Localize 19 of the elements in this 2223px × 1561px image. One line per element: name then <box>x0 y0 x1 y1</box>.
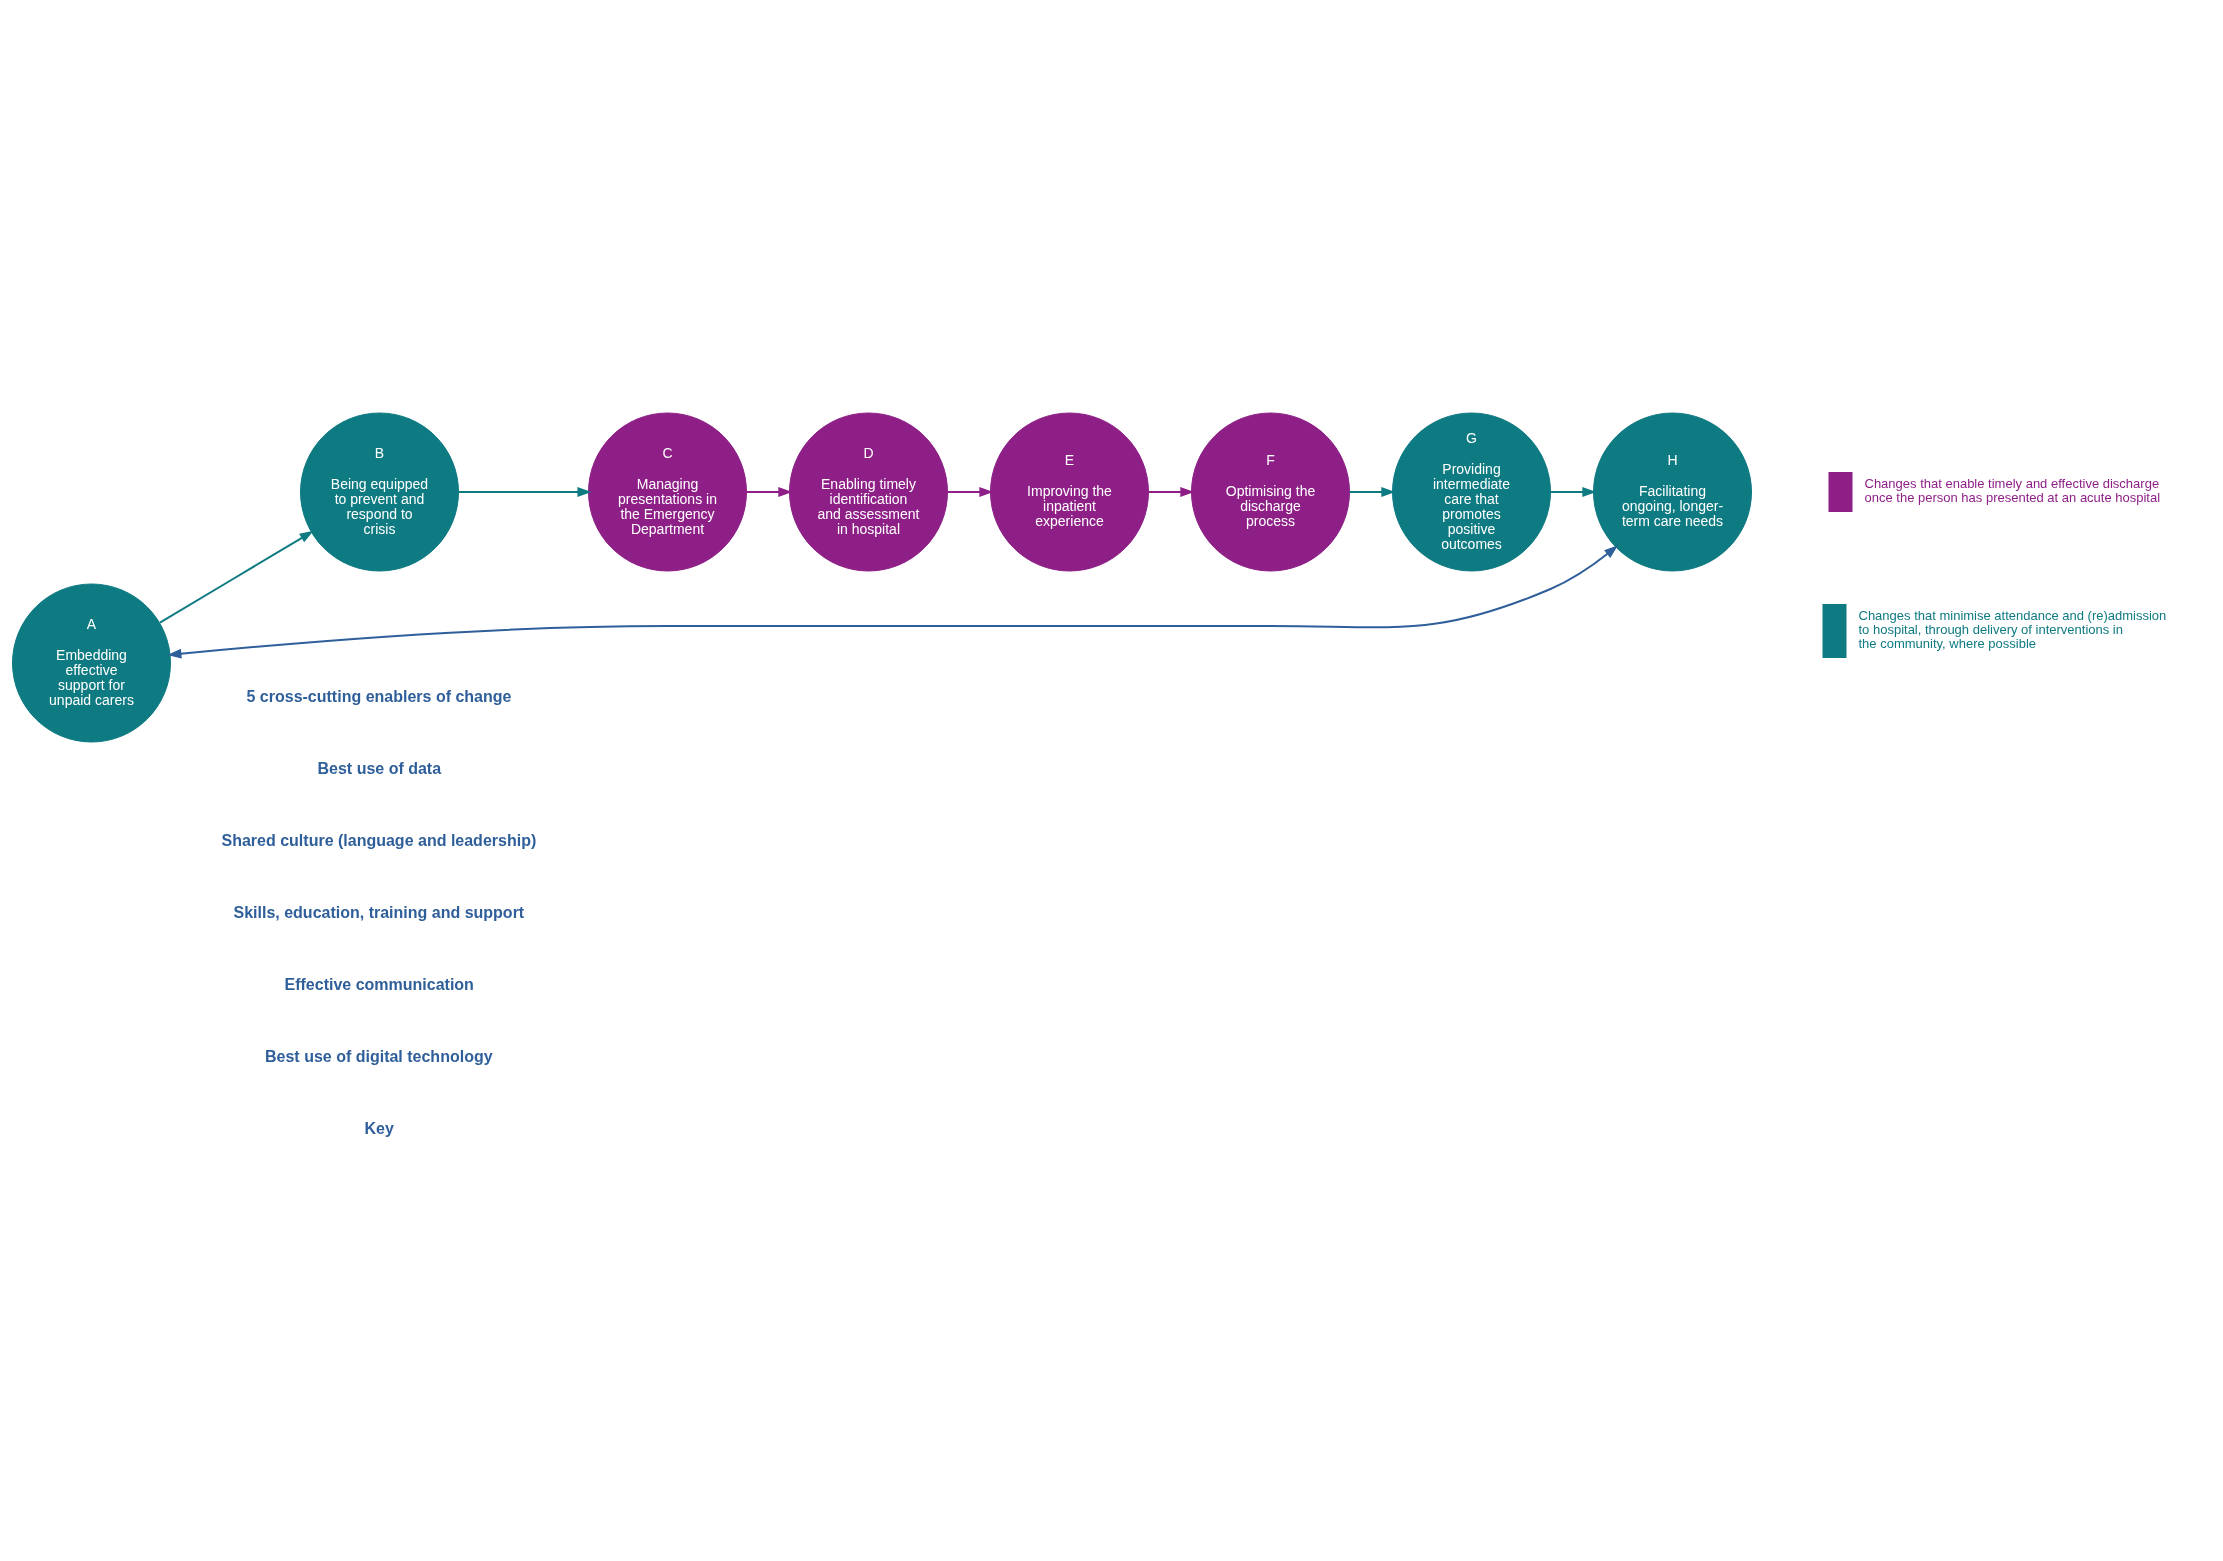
arrow <box>167 544 1619 659</box>
arrow <box>457 486 592 497</box>
legend-label: Changes that minimise attendance and (re)admission to hospital, through delivery of interventions in the community, where possible <box>1858 607 2167 651</box>
node-circle: D Enabling timely identification and assessment in hospital <box>789 412 948 571</box>
label: Shared culture (language and leadership) <box>221 831 537 849</box>
label: Best use of data <box>317 759 442 777</box>
node-circle: G Providing intermediate care that promotes positive outcomes <box>1392 412 1551 571</box>
node-circle: F Optimising the discharge process <box>1191 412 1350 571</box>
label: Skills, education, training and support <box>233 903 525 921</box>
label: Key <box>364 1119 394 1137</box>
node-circle: H Facilitating ongoing, longer-term care needs <box>1593 412 1752 571</box>
label: 5 cross-cutting enablers of change <box>246 687 512 705</box>
label: Effective communication <box>284 975 474 993</box>
node-circle: E Improving the inpatient experience <box>990 412 1149 571</box>
node-circle: A Embedding effective support for unpaid carers <box>12 583 171 742</box>
legend-label: Changes that enable timely and effective discharge once the person has presented at an acute hospital <box>1864 475 2161 505</box>
arrow <box>158 530 314 624</box>
node-circle: C Managing presentations in the Emergency Department <box>588 412 747 571</box>
label: Best use of digital technology <box>265 1047 493 1065</box>
